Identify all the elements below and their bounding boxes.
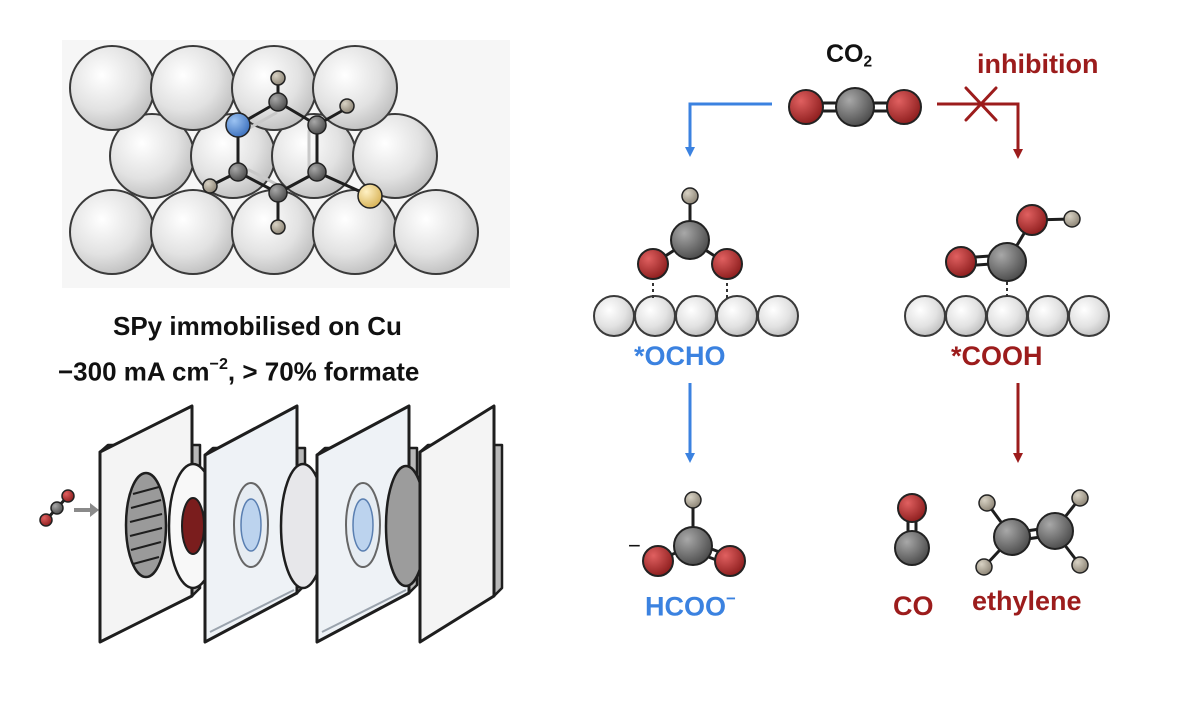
cu-atom bbox=[986, 295, 1028, 337]
cooh-label: *COOH bbox=[951, 341, 1043, 371]
cu-atom bbox=[945, 295, 987, 337]
cu-atom bbox=[393, 189, 479, 275]
cu-atom bbox=[312, 189, 398, 275]
cu-atom bbox=[352, 113, 438, 199]
current-density-exponent: −2 bbox=[209, 355, 228, 373]
cu-atom bbox=[1068, 295, 1110, 337]
cu-atom bbox=[675, 295, 717, 337]
selectivity-text: , > 70% formate bbox=[227, 356, 420, 387]
ethylene-label: ethylene bbox=[972, 586, 1082, 616]
cu-surface-ocho bbox=[593, 295, 799, 337]
sulfur-atom bbox=[357, 183, 383, 209]
catalyst-electrode bbox=[181, 497, 205, 555]
cu-atom bbox=[634, 295, 676, 337]
cu-atom bbox=[69, 45, 155, 131]
cu-atom bbox=[150, 189, 236, 275]
cu-surface-cooh bbox=[904, 295, 1110, 337]
spy-molecule bbox=[202, 70, 383, 235]
cu-atom bbox=[904, 295, 946, 337]
cu-atom bbox=[757, 295, 799, 337]
ocho-adsorbate bbox=[637, 187, 743, 300]
co2-label: CO2 bbox=[826, 40, 873, 71]
co2-molecule bbox=[788, 87, 922, 127]
formate-charge: − bbox=[628, 533, 641, 558]
cu-atom bbox=[150, 45, 236, 131]
co-label: CO bbox=[893, 591, 934, 621]
arrow-to-cooh bbox=[937, 102, 1023, 159]
inhibition-label: inhibition bbox=[977, 49, 1099, 79]
cooh-adsorbate bbox=[945, 204, 1081, 300]
caption-line-1: SPy immobilised on Cu bbox=[113, 311, 402, 341]
ethylene-molecule bbox=[975, 489, 1089, 576]
caption-line-2: −300 mA cm−2, > 70% formate bbox=[58, 355, 419, 387]
cu-atom bbox=[312, 45, 398, 131]
cu-surface-spy-illustration bbox=[62, 40, 510, 288]
end-plate bbox=[418, 404, 496, 644]
co2-inlet-molecule bbox=[39, 489, 99, 527]
ocho-label: *OCHO bbox=[634, 341, 726, 371]
cu-atom bbox=[1027, 295, 1069, 337]
flow-cell-illustration bbox=[39, 404, 504, 644]
cu-atom bbox=[69, 189, 155, 275]
inhibition-cross bbox=[964, 86, 998, 122]
nitrogen-atom bbox=[225, 112, 251, 138]
formate-molecule bbox=[642, 491, 746, 577]
arrow-to-ocho bbox=[685, 102, 772, 157]
cu-atom bbox=[593, 295, 635, 337]
cu-atom bbox=[716, 295, 758, 337]
flow-field bbox=[124, 471, 168, 579]
reaction-pathway bbox=[593, 86, 1110, 577]
cu-atoms bbox=[69, 45, 479, 275]
formate-label: HCOO− bbox=[645, 589, 736, 622]
current-density-text: −300 mA cm bbox=[58, 356, 210, 387]
co-molecule bbox=[894, 493, 930, 566]
